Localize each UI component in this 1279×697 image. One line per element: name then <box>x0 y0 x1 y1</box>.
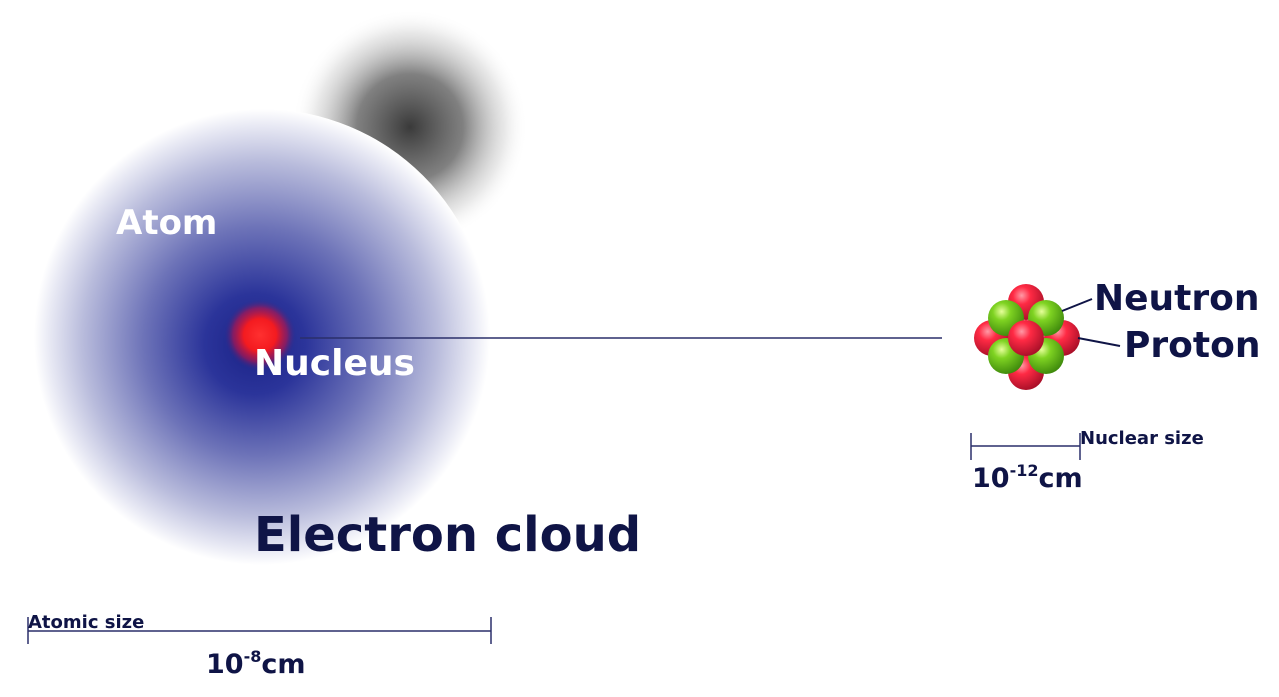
nucleus-dot <box>224 299 296 371</box>
nuclear-size-measure: 10-12cm <box>972 461 1083 494</box>
nuclear-size-label: Nuclear size <box>1080 428 1204 449</box>
electron-cloud-label: Electron cloud <box>254 507 642 563</box>
atomic-size-bracket <box>27 617 492 644</box>
nuclear-size-bracket <box>970 433 1081 460</box>
atomic-size-measure: 10-8cm <box>206 647 306 680</box>
proton-label: Proton <box>1124 325 1261 366</box>
proton-sphere <box>1008 320 1044 356</box>
neutron-label: Neutron <box>1094 278 1260 319</box>
nucleus-label: Nucleus <box>254 343 415 384</box>
atomic-size-label: Atomic size <box>28 612 145 633</box>
neutron-leader-line <box>1061 298 1093 312</box>
atom-label: Atom <box>116 203 218 243</box>
nucleus-cluster <box>974 284 1080 390</box>
proton-leader-line <box>1077 337 1121 347</box>
